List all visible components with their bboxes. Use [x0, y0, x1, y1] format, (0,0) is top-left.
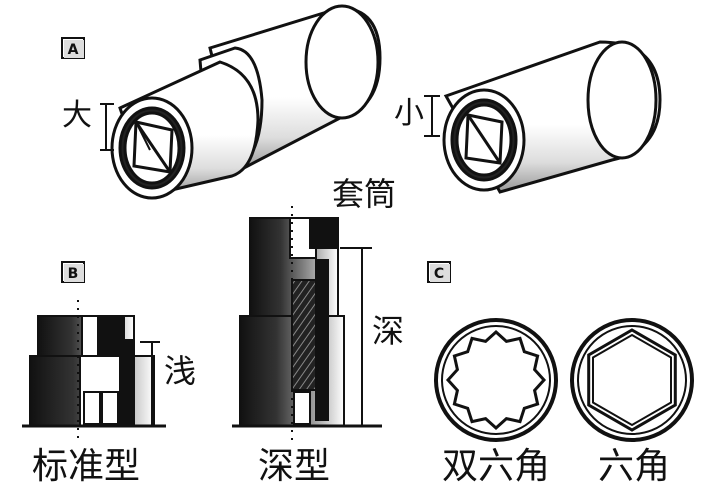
caption-deep: 深型 [258, 446, 330, 483]
label-deep: 深 [372, 312, 404, 350]
caption-socket: 套筒 [332, 175, 396, 213]
small-socket-drawing [442, 40, 662, 194]
standard-socket-drawing [22, 300, 166, 440]
badge-b: B [61, 261, 85, 283]
label-shallow: 浅 [164, 352, 196, 390]
panel-c: C 双六角 六角 [427, 261, 694, 483]
large-socket-drawing [110, 4, 382, 200]
badge-c: C [427, 261, 451, 283]
svg-text:B: B [68, 266, 79, 282]
svg-text:C: C [434, 266, 444, 282]
double-hex-socket-drawing [434, 318, 558, 442]
hex-socket-drawing [570, 318, 694, 442]
large-size-marker [100, 103, 114, 151]
badge-a: A [61, 37, 85, 59]
small-size-marker [424, 95, 440, 137]
caption-standard: 标准型 [32, 446, 140, 483]
panel-b: B 浅 [22, 206, 404, 483]
svg-text:A: A [68, 42, 79, 58]
panel-a: A 大 [61, 4, 662, 213]
label-small: 小 [394, 96, 424, 131]
deep-depth-marker [340, 247, 372, 426]
shallow-depth-marker [140, 341, 160, 427]
deep-socket-drawing [232, 206, 382, 442]
caption-hex: 六角 [598, 446, 670, 483]
caption-double-hex: 双六角 [442, 446, 550, 483]
label-large: 大 [62, 98, 92, 133]
